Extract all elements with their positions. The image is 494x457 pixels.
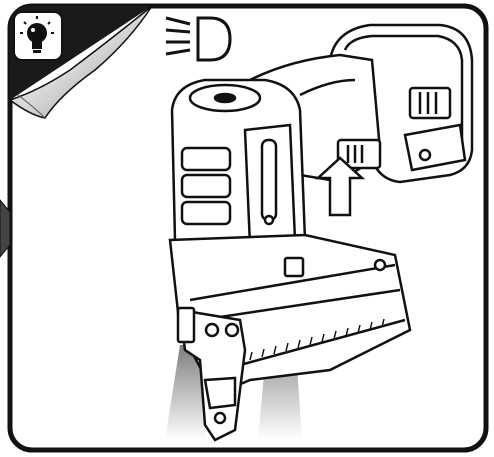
side-tab <box>0 199 11 258</box>
motor-housing <box>170 78 307 270</box>
up-arrow-icon <box>314 156 366 217</box>
nose-piece <box>176 306 247 442</box>
work-light-icon <box>165 16 232 62</box>
lightbulb-tip-icon <box>13 11 63 61</box>
